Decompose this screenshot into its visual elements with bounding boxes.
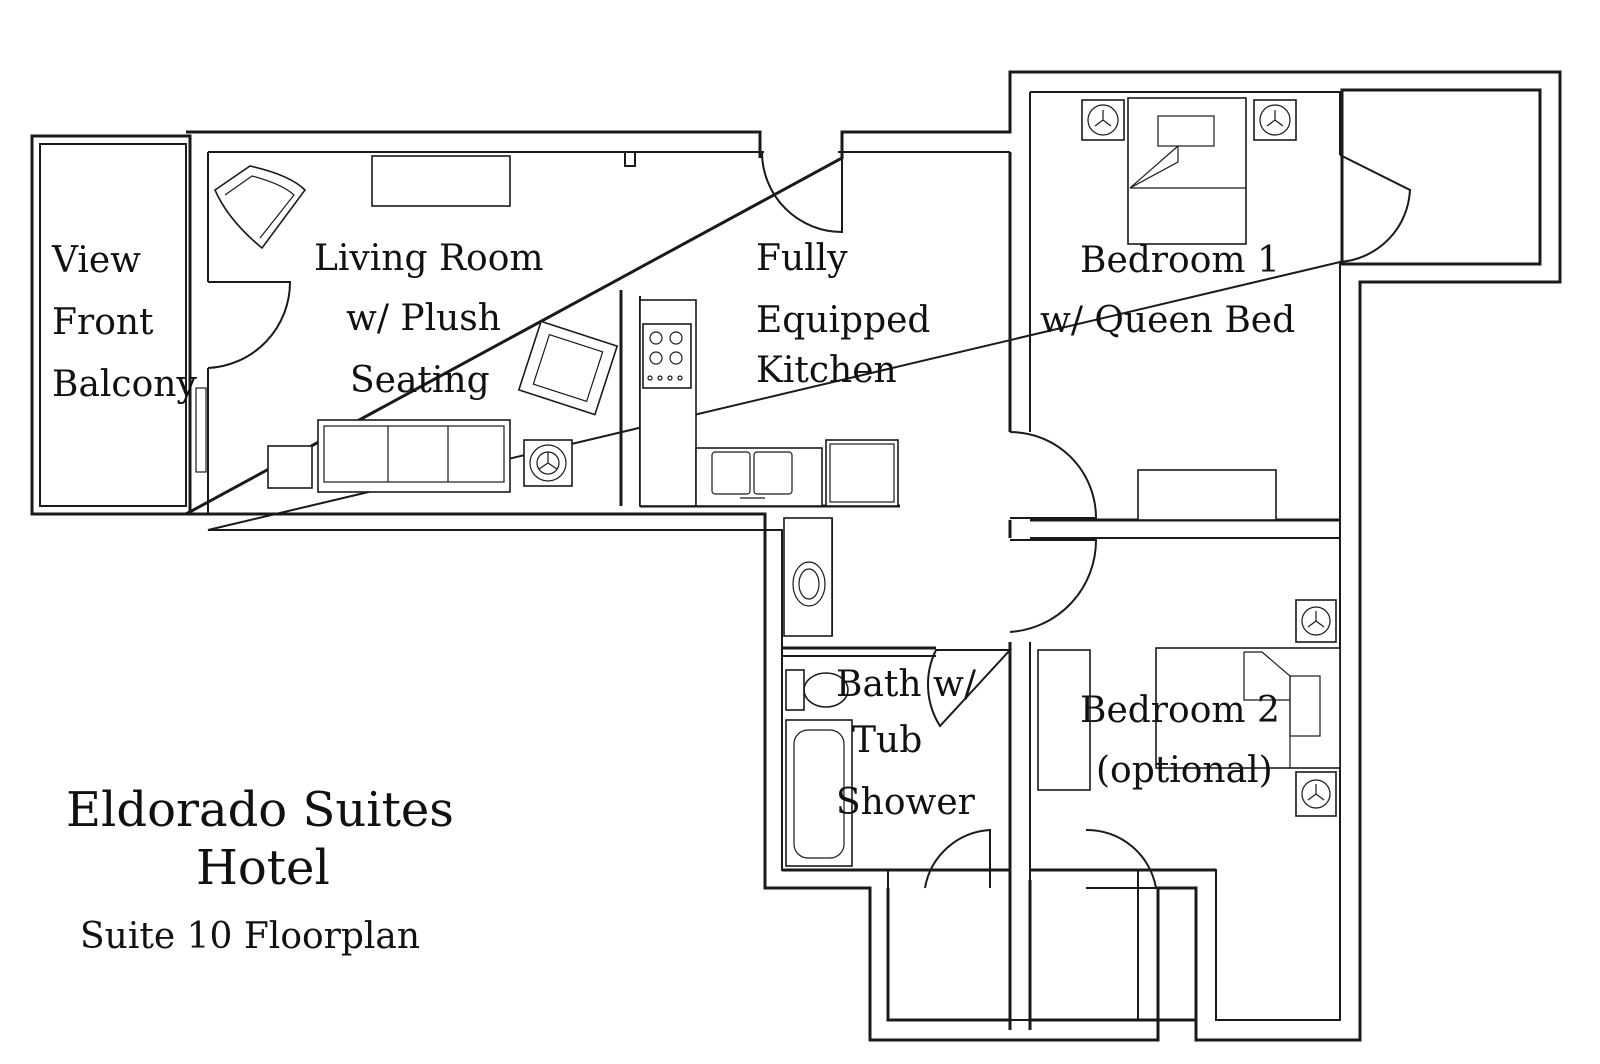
label-bath-2: Tub [852,720,922,761]
bed-icon [1127,97,1247,245]
label-balcony-2: Front [52,302,154,343]
room-labels: View Front Balcony Living Room w/ Plush … [51,238,1295,823]
stove-icon [642,323,692,389]
label-bedroom2-2: (optional) [1096,750,1273,791]
living-furniture [214,155,619,493]
lamp-table-icon [523,439,573,487]
main-inner-wall [207,91,1341,1021]
sofa [317,419,511,493]
bath-fixtures [783,517,853,867]
bottom-balcony-right [1028,888,1198,1022]
nightstand-top-icon [1295,599,1337,643]
main-outer-wall [185,70,1562,1042]
balcony-right-outline [1340,88,1542,266]
label-living-1: Living Room [314,238,544,279]
armchair-curved-inner [224,175,295,239]
title-block: Eldorado Suites Hotel Suite 10 Floorplan [66,782,454,957]
title-line-3: Suite 10 Floorplan [80,916,420,957]
label-living-3: Seating [350,360,490,401]
label-kitchen-3: Kitchen [756,350,897,391]
door-bedroom1[interactable] [1009,431,1098,519]
label-balcony-3: Balcony [52,364,197,405]
label-kitchen-1: Fully [756,238,848,279]
nightstand-left-icon [1081,99,1125,141]
refrigerator-inner [829,443,895,503]
kitchen-fixtures [639,299,899,507]
toilet-icon [785,669,849,711]
door-balcony-living[interactable] [207,281,292,369]
doors [207,151,1412,889]
bedroom2-furniture [1037,599,1341,817]
dresser-bedroom1 [1137,469,1277,521]
sofa-seat [323,425,505,483]
bed-icon [1155,647,1341,769]
label-kitchen-2: Equipped [756,300,930,341]
bottom-balcony-left [886,888,1012,1022]
label-bedroom1-1: Bedroom 1 [1080,240,1280,281]
title-line-2: Hotel [196,840,330,896]
top-notch [624,152,636,167]
sink-icon [792,561,826,607]
dresser-bedroom2 [1037,649,1091,791]
nightstand-right-icon [1253,99,1297,141]
balcony-front-inner [39,143,187,507]
door-bedroom2[interactable] [1009,539,1098,633]
sink-icon [711,451,793,499]
window-west [195,387,207,473]
bathtub [785,719,853,867]
bedroom1-furniture [1081,97,1297,521]
kitchen-counter-bottom [695,447,823,507]
label-bedroom1-2: w/ Queen Bed [1040,300,1295,341]
door-bath[interactable] [926,649,1013,728]
door-balcony-right[interactable] [1339,154,1412,263]
label-bath-1: Bath w/ [836,664,977,705]
door-balcony-bottom-right[interactable] [1085,828,1158,889]
label-living-2: w/ Plush [346,298,501,339]
armchair-square [517,320,619,416]
tv-console [371,155,511,207]
door-balcony-bottom-left[interactable] [924,828,991,889]
door-entry[interactable] [761,151,843,234]
label-balcony-1: View [51,240,141,281]
title-line-1: Eldorado Suites [66,782,454,838]
nightstand-bottom-icon [1295,771,1337,817]
side-table-left [267,445,313,489]
refrigerator [825,439,899,507]
label-bedroom2-1: Bedroom 2 [1080,690,1280,731]
label-bath-3: Shower [836,782,976,823]
